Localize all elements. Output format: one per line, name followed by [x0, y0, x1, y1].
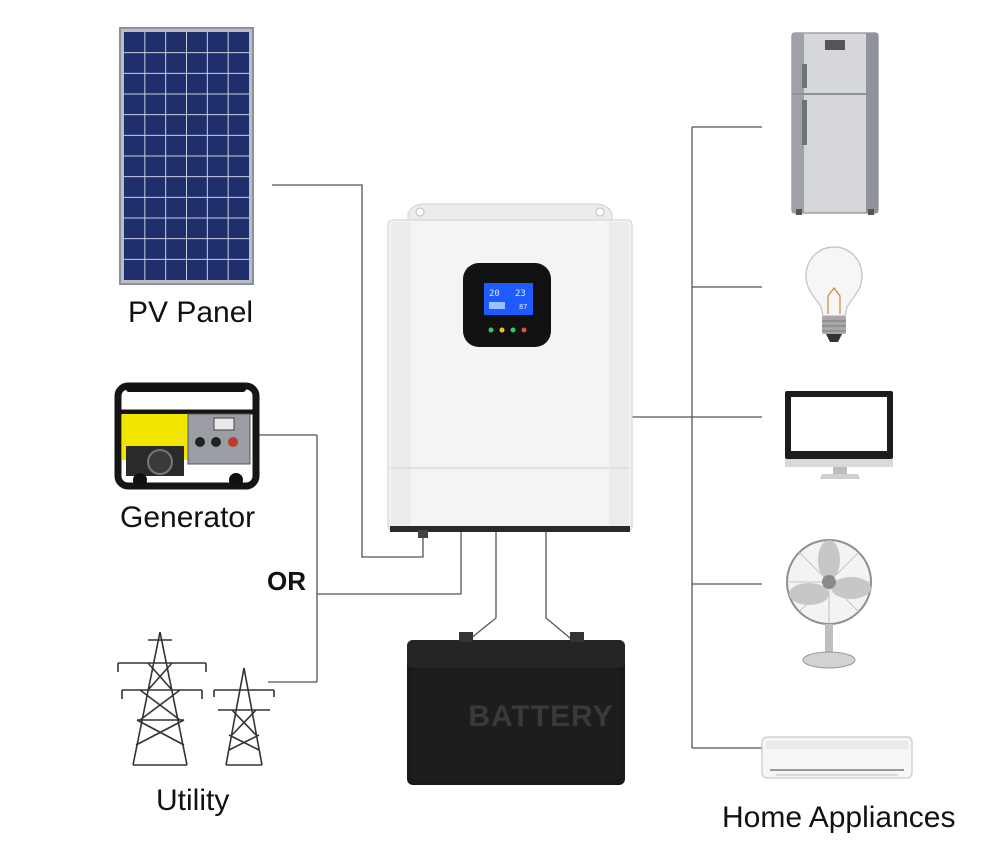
wire-battery-pos [545, 532, 577, 644]
inverter-icon: 20 23 87 [387, 203, 633, 538]
svg-text:87: 87 [519, 303, 527, 311]
battery-label: BATTERY [468, 700, 613, 733]
svg-text:23: 23 [515, 289, 526, 299]
wire-source-to-inverter [317, 532, 462, 595]
transmission-tower-icon [117, 631, 275, 766]
light-bulb-icon [805, 246, 863, 342]
utility-label: Utility [156, 784, 230, 817]
svg-text:20: 20 [489, 289, 500, 299]
wire-pv-to-inverter [272, 184, 424, 558]
fan-icon [786, 539, 872, 669]
or-label: OR [267, 566, 306, 596]
solar-panel-icon [119, 27, 254, 285]
home-appliances-label: Home Appliances [722, 801, 956, 834]
monitor-icon [785, 391, 893, 479]
air-conditioner-icon [761, 736, 913, 779]
refrigerator-icon [791, 32, 879, 215]
pv-panel-label: PV Panel [128, 296, 254, 329]
generator-icon [114, 382, 260, 490]
wire-battery-neg [464, 532, 497, 644]
connection-wires [258, 126, 762, 749]
generator-label: Generator [120, 501, 256, 534]
battery-icon: BATTERY [407, 632, 625, 785]
